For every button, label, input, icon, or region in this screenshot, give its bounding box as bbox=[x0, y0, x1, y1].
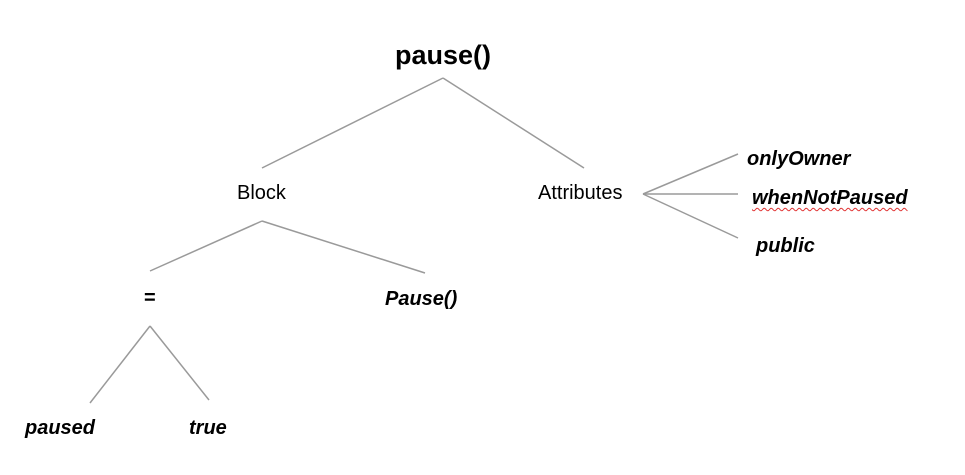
pause-call-node: Pause() bbox=[385, 288, 458, 310]
edge-attributes-onlyowner bbox=[642, 153, 739, 195]
paused-variable-node: paused bbox=[25, 417, 96, 439]
block-node: Block bbox=[237, 182, 286, 204]
edge-block-assign bbox=[149, 220, 263, 272]
modifier-whennotpaused-node: whenNotPaused bbox=[752, 187, 908, 209]
edge-assign-paused bbox=[89, 325, 151, 404]
attributes-node: Attributes bbox=[538, 182, 623, 204]
edge-root-attributes bbox=[442, 77, 585, 169]
true-literal-node: true bbox=[189, 417, 227, 439]
edge-assign-true bbox=[149, 325, 210, 401]
edge-root-block bbox=[261, 77, 444, 169]
modifier-onlyowner-node: onlyOwner bbox=[747, 148, 851, 170]
assignment-operator-node: = bbox=[144, 287, 156, 309]
root-node-pause-function: pause() bbox=[395, 40, 492, 70]
edge-block-pause-call bbox=[261, 220, 426, 274]
edge-attributes-public bbox=[642, 193, 739, 239]
visibility-public-node: public bbox=[756, 235, 815, 257]
